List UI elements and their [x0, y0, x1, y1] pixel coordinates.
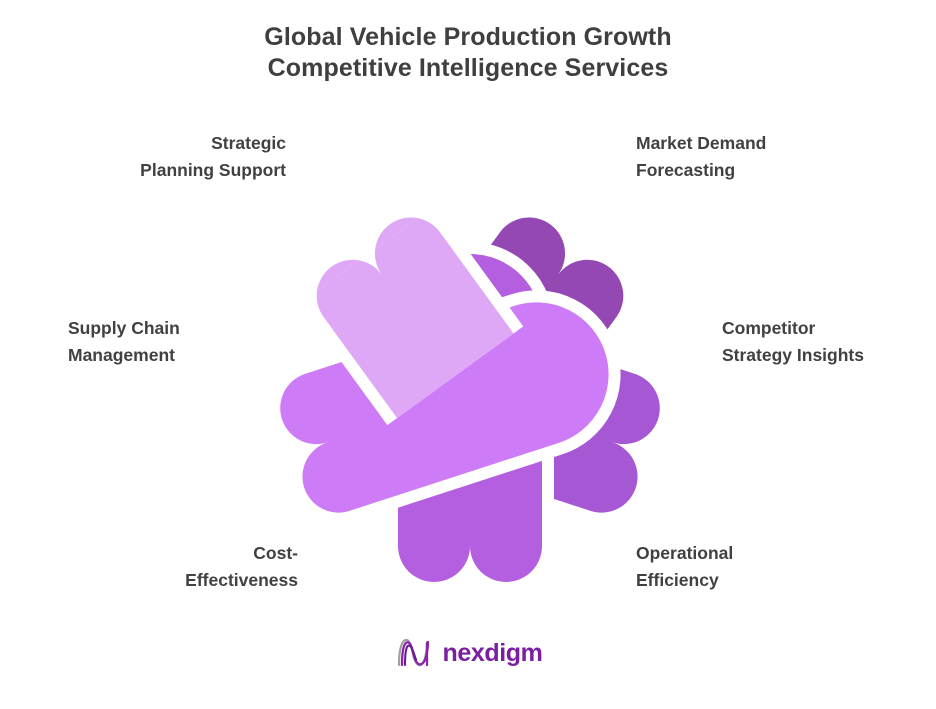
nexdigm-mark-icon	[397, 638, 429, 667]
logo-wordmark: nexdigm	[442, 639, 543, 667]
title-line-2: Competitive Intelligence Services	[267, 54, 669, 82]
label-market-demand-forecasting: Market Demand Forecasting	[636, 133, 767, 180]
label-cost-effectiveness: Cost- Effectiveness	[185, 543, 298, 590]
interlocking-knot-diagram	[216, 170, 724, 616]
knot-svg	[216, 170, 724, 616]
brand-logo: nexdigm	[0, 636, 936, 670]
label-competitor-strategy-insights: Competitor Strategy Insights	[722, 318, 864, 365]
label-strategic-planning-support: Strategic Planning Support	[140, 133, 286, 180]
label-operational-efficiency: Operational Efficiency	[636, 543, 734, 590]
label-supply-chain-management: Supply Chain Management	[68, 318, 180, 365]
page-title: Global Vehicle Production Growth Competi…	[0, 22, 936, 84]
title-line-1: Global Vehicle Production Growth	[264, 23, 672, 51]
